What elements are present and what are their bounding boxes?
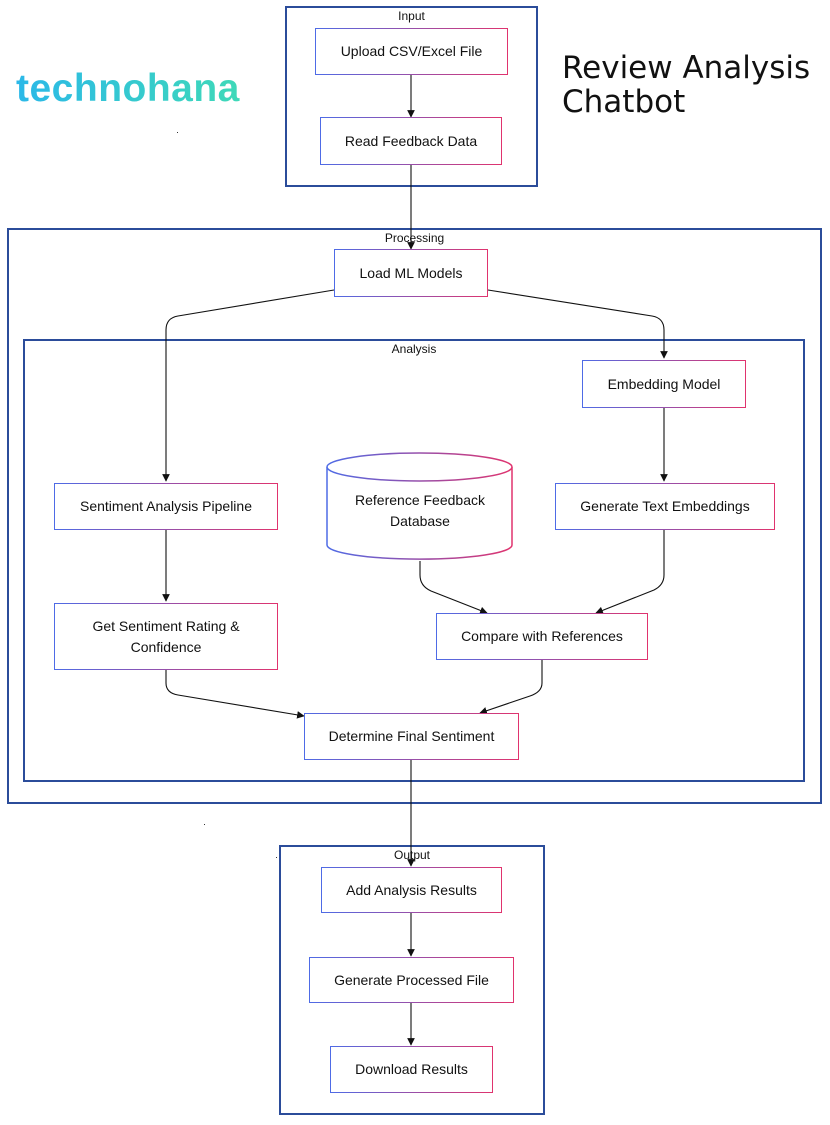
node-load-ml-models: Load ML Models <box>334 249 488 297</box>
cluster-output-label: Output <box>393 848 431 862</box>
node-add-results: Add Analysis Results <box>321 867 502 913</box>
edge-compare-final <box>479 660 543 715</box>
cluster-analysis-label: Analysis <box>391 342 437 356</box>
node-download-results: Download Results <box>330 1046 493 1093</box>
cluster-analysis: Analysis <box>23 339 805 782</box>
cluster-processing-label: Processing <box>384 231 445 245</box>
node-sentiment-rating: Get Sentiment Rating & Confidence <box>54 603 278 670</box>
node-sentiment-pipeline: Sentiment Analysis Pipeline <box>54 483 278 530</box>
node-embedding-model: Embedding Model <box>582 360 746 408</box>
node-processed-file: Generate Processed File <box>309 957 514 1003</box>
node-reference-database-label: Reference Feedback Database <box>355 492 485 529</box>
node-compare-references: Compare with References <box>436 613 648 660</box>
node-final-sentiment: Determine Final Sentiment <box>304 713 519 760</box>
node-text-embeddings: Generate Text Embeddings <box>555 483 775 530</box>
node-read-feedback: Read Feedback Data <box>320 117 502 165</box>
reference-database-cylinder <box>326 452 513 560</box>
edge-load-embedding <box>487 289 668 359</box>
page-title-line-1: Review Analysis <box>562 50 811 86</box>
cluster-processing: Processing <box>7 228 822 804</box>
artifact-dot <box>177 132 178 133</box>
edge-db-compare <box>419 561 488 615</box>
page-title-line-2: Chatbot <box>562 84 686 120</box>
edge-load-sentiment <box>162 289 335 482</box>
artifact-dot <box>204 824 205 825</box>
node-upload-file: Upload CSV/Excel File <box>315 28 508 75</box>
edge-embeddings-compare <box>595 530 665 615</box>
page-title: Review Analysis Chatbot <box>562 51 810 119</box>
cluster-input-label: Input <box>398 9 425 23</box>
technohana-logo: technohana <box>16 64 240 114</box>
cluster-output: Output <box>279 845 545 1115</box>
artifact-dot <box>276 857 277 858</box>
edge-rating-final <box>165 670 305 719</box>
